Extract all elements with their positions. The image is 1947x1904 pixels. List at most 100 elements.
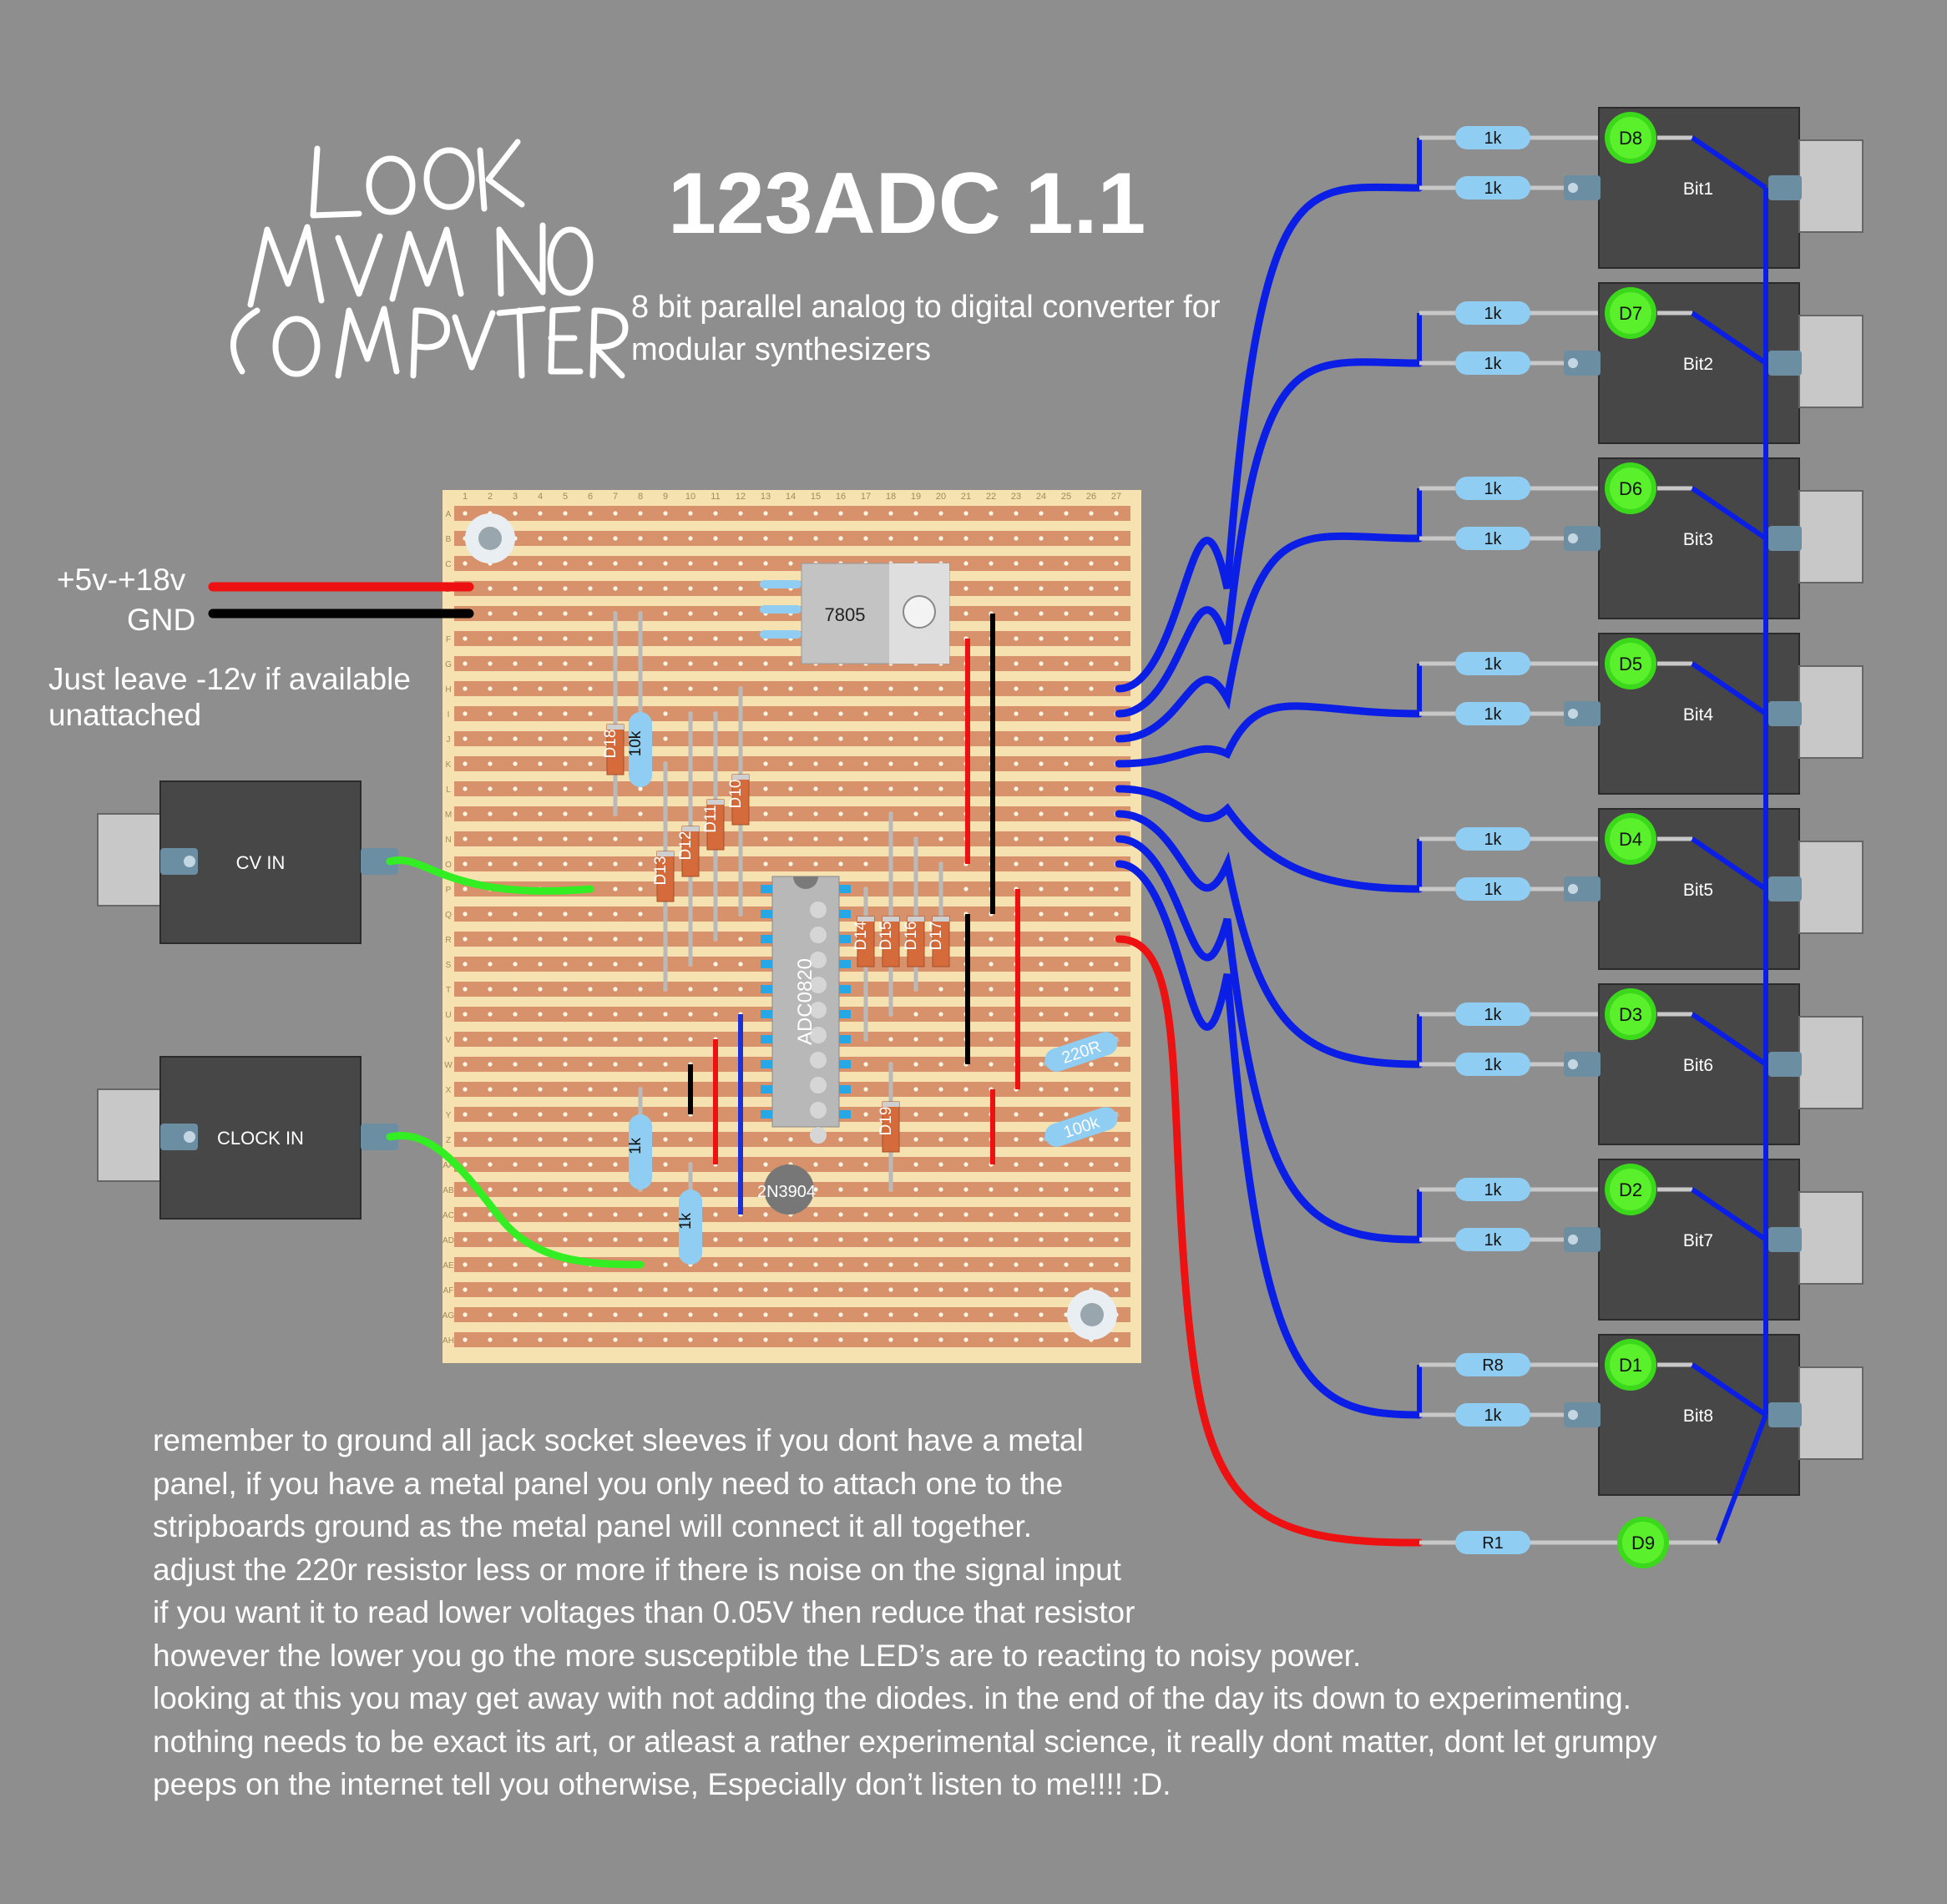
strip-hole <box>488 1187 493 1192</box>
adc-pin-mark <box>810 1002 827 1018</box>
strip-hole <box>813 786 818 791</box>
strip-hole <box>1089 736 1094 741</box>
strip-hole <box>688 686 693 691</box>
strip-hole <box>1114 1062 1119 1067</box>
regulator-pin <box>760 605 802 614</box>
strip-hole <box>513 1337 518 1342</box>
strip-hole <box>538 1337 543 1342</box>
strip-hole <box>963 1237 968 1242</box>
strip-hole <box>463 636 468 641</box>
strip-hole <box>563 861 568 866</box>
strip-hole <box>1114 1087 1119 1092</box>
row-letter: AC <box>442 1211 454 1220</box>
jack-tip-lug <box>1564 351 1601 376</box>
strip-hole <box>738 636 743 641</box>
power-ground-label: GND <box>127 603 196 637</box>
strip-hole <box>863 686 868 691</box>
jack-label: CV IN <box>236 852 286 873</box>
strip-hole <box>563 736 568 741</box>
strip-hole <box>513 1287 518 1292</box>
strip-hole <box>638 886 643 891</box>
column-number: 18 <box>886 492 896 502</box>
strip-hole <box>588 1287 593 1292</box>
power-led-wire <box>1115 935 1424 1547</box>
strip-hole <box>1014 736 1019 741</box>
strip-hole <box>638 786 643 791</box>
strip-hole <box>1089 1212 1094 1217</box>
strip-hole <box>1114 1262 1119 1267</box>
resistor-body <box>1455 301 1530 325</box>
strip-hole <box>1064 1212 1069 1217</box>
strip-hole <box>588 561 593 566</box>
neg12-note-line-1: Just leave -12v if available <box>48 662 411 696</box>
strip-hole <box>813 1262 818 1267</box>
strip-hole <box>1089 1012 1094 1017</box>
strip-hole <box>513 586 518 591</box>
strip-hole <box>513 711 518 716</box>
strip-hole <box>1014 636 1019 641</box>
strip-hole <box>913 1287 918 1292</box>
row-letter: B <box>446 535 452 544</box>
strip-hole <box>538 511 543 516</box>
strip-hole <box>913 1162 918 1167</box>
strip-hole <box>538 736 543 741</box>
strip-hole <box>1014 786 1019 791</box>
diode-band <box>882 917 899 922</box>
strip-hole <box>563 1012 568 1017</box>
strip-hole <box>613 937 618 942</box>
resistor-label: 1k <box>1484 530 1502 548</box>
strip-hole <box>588 636 593 641</box>
strip-hole <box>538 1312 543 1317</box>
adc-pin <box>839 935 851 943</box>
strip-hole <box>463 836 468 841</box>
column-number: 11 <box>711 492 720 502</box>
strip-hole <box>713 1237 718 1242</box>
column-number: 7 <box>613 492 618 502</box>
strip-hole <box>588 836 593 841</box>
regulator-pin <box>760 580 802 588</box>
strip-hole <box>1064 586 1069 591</box>
column-number: 15 <box>811 492 821 502</box>
strip-hole <box>1039 611 1044 616</box>
strip-hole <box>688 661 693 666</box>
jack-sleeve-lug <box>1768 701 1802 726</box>
strip-hole <box>1014 861 1019 866</box>
strip-hole <box>488 1212 493 1217</box>
strip-hole <box>463 736 468 741</box>
strip-hole <box>638 1062 643 1067</box>
strip-hole <box>663 1012 668 1017</box>
strip-hole <box>863 1237 868 1242</box>
strip-hole <box>963 1112 968 1117</box>
strip-hole <box>813 1162 818 1167</box>
strip-hole <box>488 1112 493 1117</box>
jack-lug-hole <box>1568 358 1578 368</box>
led-ground-wire <box>1691 311 1767 366</box>
jack-barrel <box>1798 1191 1864 1285</box>
column-number: 26 <box>1086 492 1096 502</box>
adc-pin <box>839 1035 851 1043</box>
strip-hole <box>913 1337 918 1342</box>
strip-hole <box>563 1312 568 1317</box>
strip-hole <box>938 1162 943 1167</box>
resistor-body <box>1455 827 1530 851</box>
strip-hole <box>1064 661 1069 666</box>
strip-hole <box>989 511 994 516</box>
row-letter: V <box>446 1036 452 1045</box>
strip-hole <box>663 1087 668 1092</box>
strip-hole <box>638 987 643 992</box>
strip-hole <box>938 786 943 791</box>
strip-hole <box>613 1237 618 1242</box>
cv-in-wire <box>386 856 594 895</box>
strip-hole <box>563 937 568 942</box>
adc-pin-mark <box>810 1077 827 1093</box>
resistor-body <box>1455 1178 1530 1201</box>
diode-label: D18 <box>602 730 620 759</box>
strip-hole <box>838 1137 843 1142</box>
adc-chip-label: ADC0820 <box>794 958 817 1045</box>
notes: remember to ground all jack socket sleev… <box>153 1419 1657 1806</box>
diode-band <box>933 917 949 922</box>
strip-hole <box>913 1062 918 1067</box>
strip-hole <box>588 962 593 967</box>
